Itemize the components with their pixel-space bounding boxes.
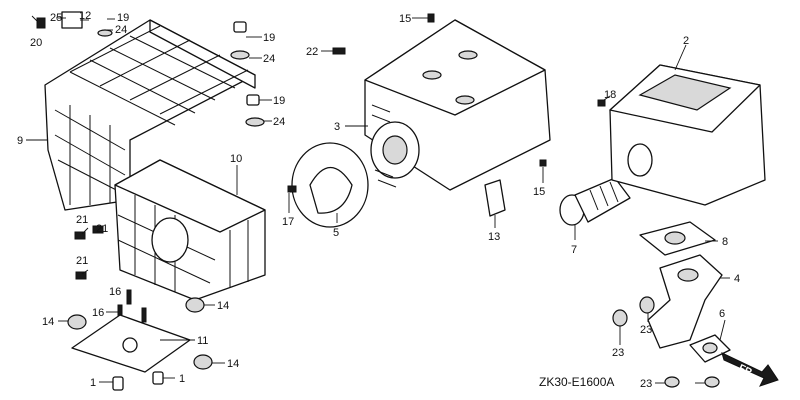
callout-14: 14 <box>227 358 239 370</box>
callout-19: 19 <box>273 95 285 107</box>
callout-20: 20 <box>30 37 42 49</box>
callout-19: 19 <box>117 12 129 24</box>
callout-14: 14 <box>217 300 229 312</box>
callout-21: 21 <box>76 214 88 226</box>
muffler <box>597 64 766 206</box>
callout-3: 3 <box>334 121 340 133</box>
callout-21: 21 <box>96 223 108 235</box>
callout-10: 10 <box>230 153 242 165</box>
callout-23: 23 <box>640 324 652 336</box>
callout-23: 23 <box>612 347 624 359</box>
screw-17 <box>287 185 297 193</box>
callout-11: 11 <box>197 335 208 347</box>
callout-15: 15 <box>533 186 545 198</box>
callout-13: 13 <box>488 231 500 243</box>
callout-5: 5 <box>333 227 339 239</box>
callout-1: 1 <box>90 377 96 389</box>
callout-18: 18 <box>604 89 616 101</box>
callout-24: 24 <box>115 24 127 36</box>
callout-2: 2 <box>683 35 689 47</box>
muffler-protector <box>332 13 551 191</box>
callout-24: 24 <box>263 53 275 65</box>
lower-heat-shield <box>114 159 266 301</box>
callout-4: 4 <box>734 273 740 285</box>
callout-16: 16 <box>92 307 104 319</box>
spark-arrester <box>559 177 631 226</box>
callout-12: 12 <box>79 10 91 22</box>
callout-1: 1 <box>179 373 185 385</box>
front-label: FR. <box>737 363 756 380</box>
callout-8: 8 <box>722 236 728 248</box>
leader-lines <box>26 15 730 384</box>
callout-7: 7 <box>571 244 577 256</box>
callout-6: 6 <box>719 308 725 320</box>
upper-heat-shield <box>36 11 265 211</box>
callout-17: 17 <box>282 216 294 228</box>
callout-16: 16 <box>109 286 121 298</box>
bracket-13 <box>484 179 506 217</box>
muffler-boot <box>291 142 369 228</box>
callout-15: 15 <box>399 13 411 25</box>
callout-numbers: 25 12 19 20 24 19 24 19 24 9 10 21 21 21… <box>17 10 740 390</box>
exhaust-joint-set <box>612 221 731 388</box>
screw-15b <box>539 159 547 167</box>
callout-23: 23 <box>640 378 652 390</box>
callout-22: 22 <box>306 46 318 58</box>
callout-24: 24 <box>273 116 285 128</box>
callout-9: 9 <box>17 135 23 147</box>
callout-19: 19 <box>263 32 275 44</box>
callout-14: 14 <box>42 316 54 328</box>
callout-21: 21 <box>76 255 88 267</box>
drawing-code: ZK30-E1600A <box>539 375 614 389</box>
callout-25: 25 <box>50 12 62 24</box>
front-direction-arrow <box>721 352 779 387</box>
